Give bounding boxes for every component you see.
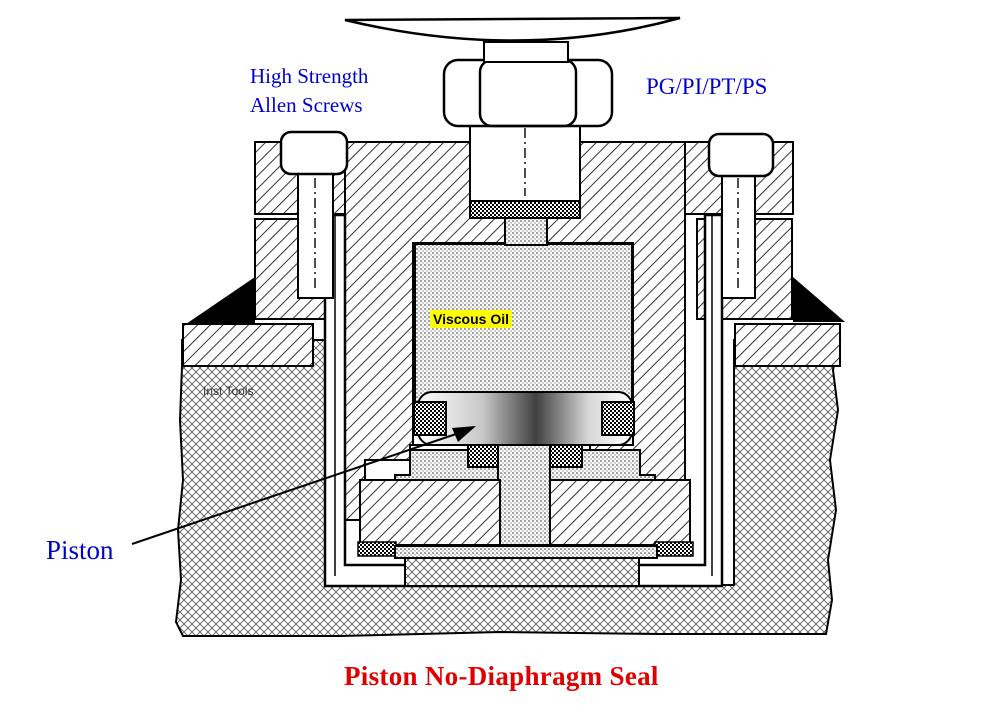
left-piston-seal — [413, 401, 447, 436]
bottom-retainer-right — [549, 479, 691, 546]
right-flange-plate — [734, 323, 841, 367]
diagram-title: Piston No-Diaphragm Seal — [344, 661, 659, 691]
piston-label: Piston — [46, 535, 114, 565]
piston-arrow-head — [452, 426, 476, 442]
gauge-types-label: PG/PI/PT/PS — [646, 74, 768, 99]
bottom-plate — [394, 545, 658, 559]
right-piston-seal — [601, 401, 635, 436]
screws-label-line2: Allen Screws — [250, 93, 363, 117]
screws-label: High Strength Allen Screws — [250, 62, 368, 120]
left-flange-plate — [182, 323, 314, 367]
piston-rod-cap — [467, 444, 499, 468]
bottom-seal-right — [654, 541, 694, 557]
bottom-seal-left — [357, 541, 397, 557]
viscous-oil-label: Viscous Oil — [430, 310, 512, 328]
screws-label-line1: High Strength — [250, 64, 369, 88]
bottom-retainer-left — [359, 479, 501, 546]
gauge-connector — [483, 41, 569, 63]
left-allen-screw-head — [279, 130, 349, 176]
right-gasket — [793, 277, 845, 322]
hex-nut — [442, 58, 614, 128]
stem-filter — [469, 199, 581, 219]
bottom-opening — [404, 557, 640, 587]
right-allen-screw-head — [707, 132, 775, 178]
stem-neck — [504, 217, 548, 246]
piston-rod — [497, 444, 551, 546]
piston-rod-cap-right — [549, 444, 583, 468]
piston-leader-line — [131, 431, 463, 545]
watermark-label: Inst Tools — [203, 384, 254, 398]
gauge-dial-bottom — [344, 16, 681, 42]
left-gasket — [186, 277, 255, 324]
